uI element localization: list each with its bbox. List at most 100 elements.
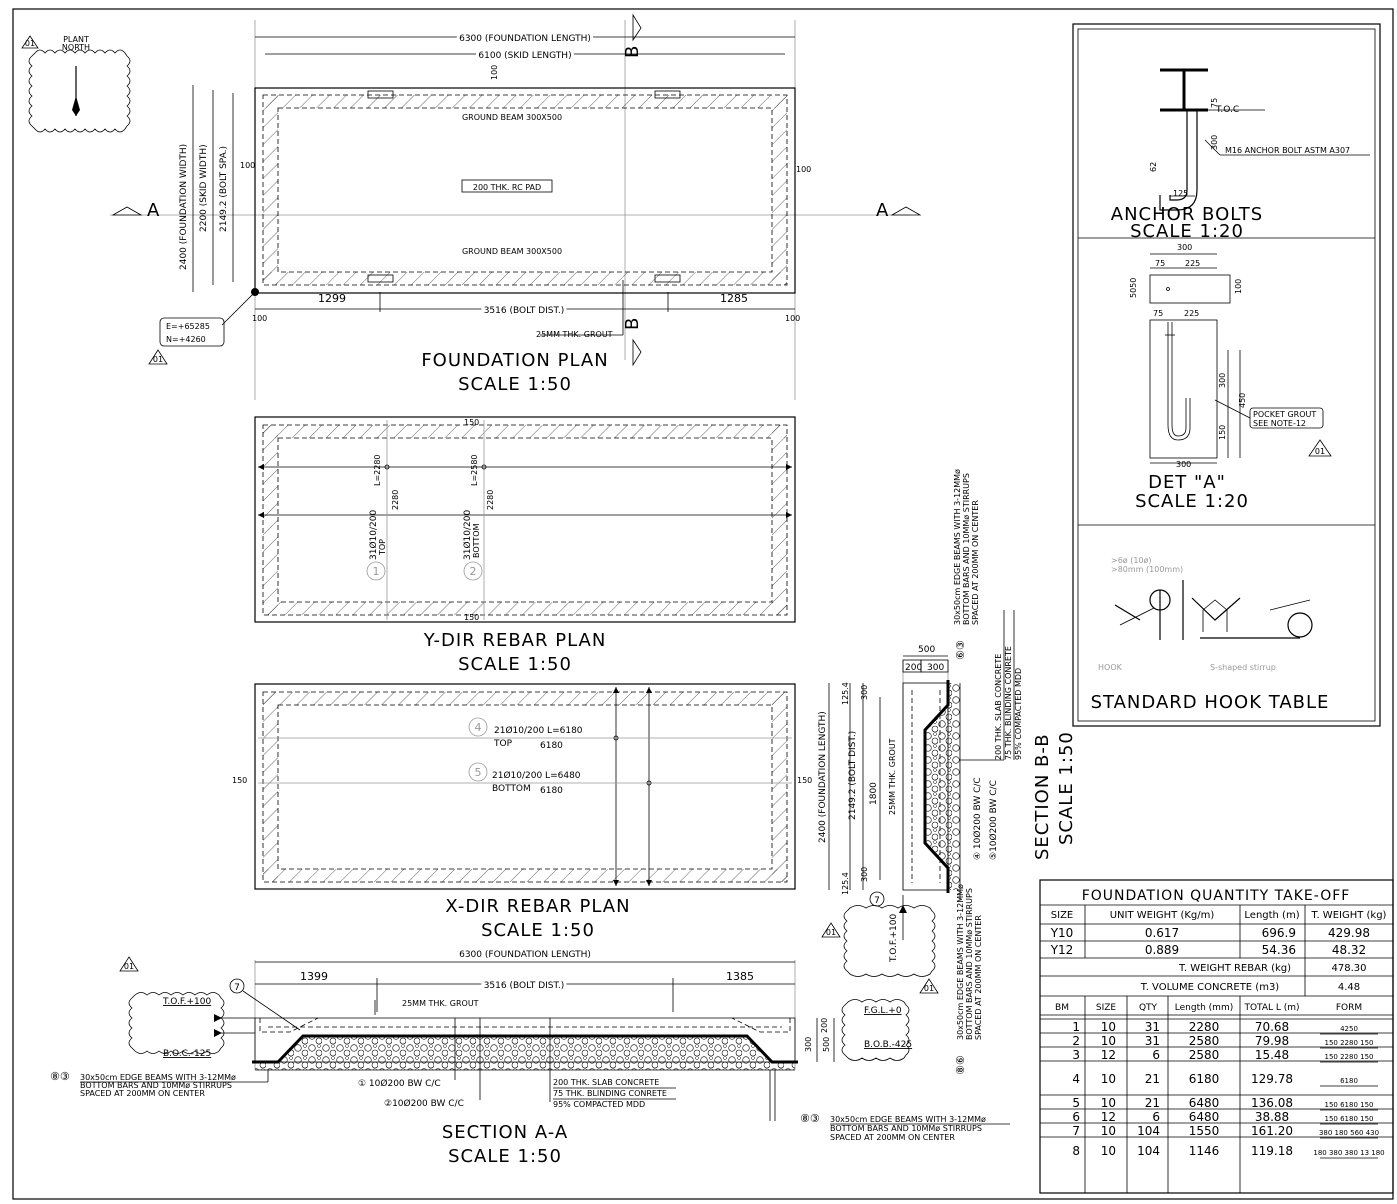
aa-grout: 25MM THK. GROUT [402, 999, 479, 1008]
bar-cell-size: 10 [1101, 1144, 1116, 1158]
aa-edge-l3: SPACED AT 200MM ON CENTER [80, 1089, 205, 1098]
bar-cell-qty: 104 [1137, 1124, 1160, 1138]
qty-tv-val: 4.48 [1338, 982, 1360, 993]
det-dim-300-bottom: 300 [1176, 460, 1191, 469]
det-dim-450: 450 [1238, 393, 1247, 408]
bar-cell-form: 150 6180 150 [1325, 1115, 1374, 1123]
bar-cell-total: 119.18 [1251, 1144, 1293, 1158]
bar-h-size: SIZE [1096, 1003, 1117, 1013]
aa-bar1: ① 10Ø200 BW C/C [358, 1078, 441, 1089]
bb-bar4: ④ 10Ø200 BW C/C [972, 777, 983, 860]
bar-cell-bm: 6 [1072, 1110, 1080, 1124]
coord-rev-icon [148, 349, 168, 365]
sheet-border [12, 8, 1394, 1200]
bar1-len: 2280 [391, 490, 400, 510]
bar-cell-size: 10 [1101, 1072, 1116, 1086]
bar-cell-bm: 3 [1072, 1048, 1080, 1062]
det-dim-300-top: 300 [1177, 243, 1192, 252]
bb-slab2: 75 THK. BLINDING CONRETE [1004, 646, 1013, 760]
bb-tag: 01 [826, 928, 836, 937]
aa-edge-marks: ⑧③ [50, 1070, 70, 1083]
bar-cell-size: 10 [1101, 1020, 1116, 1034]
bar-cell-size: 10 [1101, 1034, 1116, 1048]
det-dim-100: 100 [1234, 279, 1243, 294]
hook-label: HOOK [1098, 663, 1123, 672]
bar-cell-qty: 31 [1145, 1020, 1160, 1034]
det-dim-300-side: 300 [1218, 373, 1227, 388]
aa-bar2: ②10Ø200 BW C/C [384, 1098, 464, 1109]
revision-cloud [28, 49, 131, 133]
bar-cell-qty: 6 [1152, 1110, 1160, 1124]
stirrup-label: S-shaped stirrup [1210, 663, 1276, 672]
bar-cell-size: 12 [1101, 1048, 1116, 1062]
bar-h-bm: BM [1055, 1003, 1069, 1013]
qty-h-tw: T. WEIGHT (kg) [1311, 910, 1387, 921]
det-dim-225b: 225 [1184, 309, 1199, 318]
dim-foundation-length: 6300 (FOUNDATION LENGTH) [459, 34, 591, 44]
bar-h-len: Length (mm) [1175, 1003, 1233, 1013]
y-rebar-title: Y-DIR REBAR PLAN [423, 630, 607, 651]
bar-h-total: TOTAL L (m) [1243, 1003, 1299, 1013]
dim-bolt-dist: 3516 (BOLT DIST.) [484, 306, 565, 316]
aa-dim-length: 6300 (FOUNDATION LENGTH) [459, 950, 591, 960]
bar-cell-form: 150 2280 150 [1325, 1039, 1374, 1047]
bar-cell-form: 380 180 560 430 [1319, 1129, 1379, 1137]
bb-mark-7: 7 [874, 896, 880, 906]
dim-1299: 1299 [318, 292, 346, 305]
qty-h-size: SIZE [1051, 910, 1073, 921]
bb-dim-300: 300 [927, 663, 944, 673]
hook-note-2: >80mm (100mm) [1111, 565, 1183, 574]
aa-fgl: F.G.L.+0 [864, 1006, 902, 1016]
section-aa-scale: SCALE 1:50 [448, 1146, 562, 1167]
aa-dim-1399: 1399 [300, 970, 328, 983]
section-a-left-icon [111, 206, 143, 216]
qty-h-unit: UNIT WEIGHT (Kg/m) [1110, 910, 1215, 921]
bb-bar5: ⑤10Ø200 BW C/C [988, 780, 999, 860]
foundation-plan-scale: SCALE 1:50 [458, 374, 572, 395]
bb-dim-200: 200 [905, 663, 922, 673]
bb-dim-1800: 1800 [869, 782, 879, 805]
mark-2: 2 [470, 565, 477, 578]
beam-top-label: GROUND BEAM 300X500 [462, 113, 562, 122]
dim-100-top: 100 [490, 65, 499, 80]
bb-dim-300-bot: 300 [860, 867, 869, 882]
north-label-1: PLANT [63, 35, 89, 44]
section-bb: 500 200 300 2400 (FOUNDATION LENGTH) 214… [818, 469, 1077, 1075]
bar2-pos: BOTTOM [472, 523, 481, 558]
section-aa-rev-icon [119, 956, 139, 972]
bar-cell-len: 1550 [1189, 1124, 1220, 1138]
bar-cell-total: 70.68 [1255, 1020, 1289, 1034]
aa-edge-l2: BOTTOM BARS AND 10MMø STIRRUPS [80, 1081, 232, 1090]
bar-cell-form: 150 2280 150 [1325, 1053, 1374, 1061]
dim-skid-length: 6100 (SKID LENGTH) [478, 51, 571, 61]
bb-dim-125-top: 125.4 [841, 682, 850, 705]
dim-100-left: 100 [240, 161, 255, 170]
aa-mark-7: 7 [234, 983, 240, 993]
det-dim-5050: 5050 [1129, 278, 1138, 298]
anchor-dim-300: 300 [1210, 135, 1219, 150]
coord-n: N=+4260 [166, 335, 206, 344]
bb-grout: 25MM THK. GROUT [888, 738, 897, 815]
det-dim-150: 150 [1218, 425, 1227, 440]
x-rebar-scale: SCALE 1:50 [481, 920, 595, 941]
section-aa: 01 6300 (FOUNDATION LENGTH) 1399 3516 (B… [50, 950, 1010, 1167]
bar-h-form: FORM [1336, 1003, 1362, 1013]
bar-cell-len: 6480 [1189, 1096, 1220, 1110]
bar5-pos: BOTTOM [492, 784, 531, 794]
aa-dim-300: 300 [804, 1037, 813, 1052]
bar-cell-qty: 31 [1145, 1034, 1160, 1048]
bar5-spec: 21Ø10/200 L=6480 [492, 770, 581, 781]
aa-edge-marks-r: ⑧③ [800, 1112, 820, 1125]
qty-title: FOUNDATION QUANTITY TAKE-OFF [1082, 888, 1351, 904]
y-rebar-scale: SCALE 1:50 [458, 654, 572, 675]
dim-skid-width: 2200 (SKID WIDTH) [199, 144, 209, 232]
section-bb-title: SECTION B-B [1032, 733, 1053, 860]
bar2-len: 2280 [486, 490, 495, 510]
aa-dim-500: 500 [822, 1037, 831, 1052]
bar-cell-size: 12 [1101, 1110, 1116, 1124]
north-arrow-block: 01 PLANT NORTH [21, 35, 131, 133]
aa-bob: B.O.B.-425 [864, 1040, 912, 1050]
bar-cell-len: 1146 [1189, 1144, 1220, 1158]
qty-tv-label: T. VOLUME CONCRETE (m3) [1140, 982, 1280, 993]
